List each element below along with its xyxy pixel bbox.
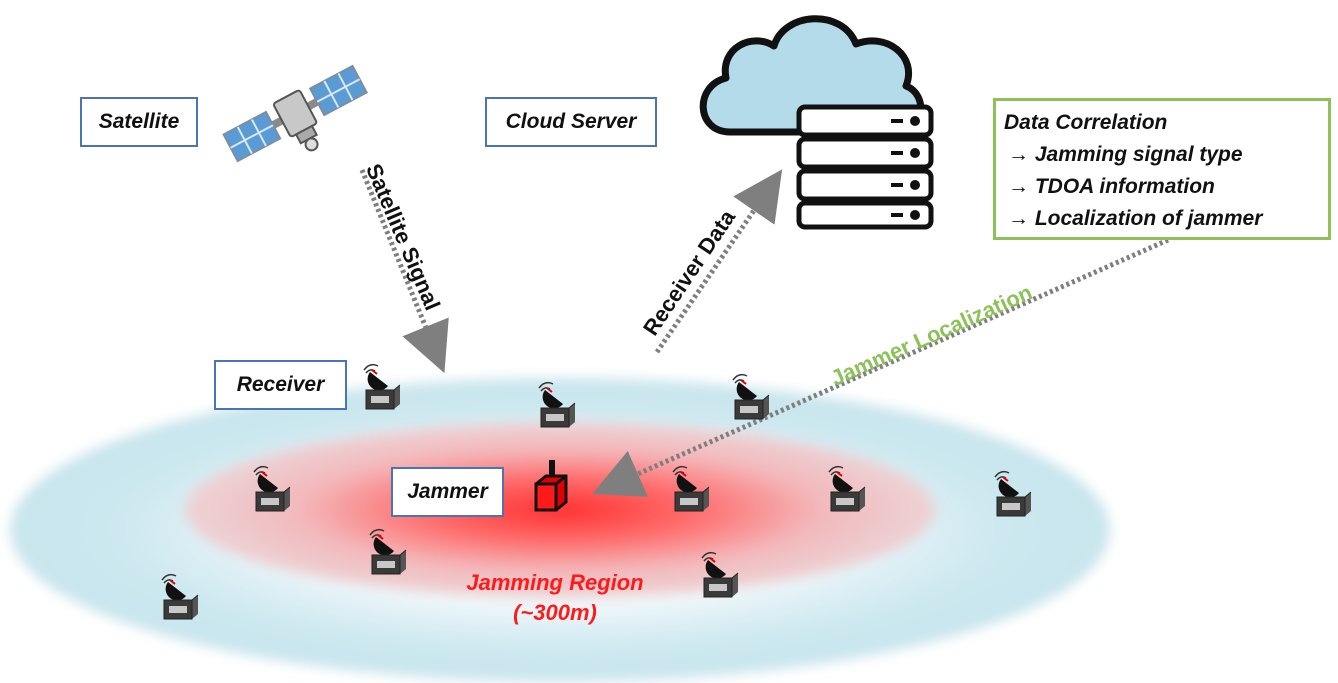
correlation-item: → Localization of jammer xyxy=(1008,207,1263,230)
jammer-icon xyxy=(534,460,568,512)
jamming-region-title: Jamming Region xyxy=(466,570,644,595)
data-correlation-title: Data Correlation xyxy=(1004,111,1168,134)
receiver-dish-icon xyxy=(828,465,866,512)
jammer-localization-arrow xyxy=(592,237,1170,497)
jammer-label: Jammer xyxy=(391,467,504,517)
jamming-region-range: (~300m) xyxy=(513,600,597,625)
satellite-icon xyxy=(222,64,368,163)
satellite-signal-arrow xyxy=(359,169,449,374)
receiver-dish-icon xyxy=(701,551,739,598)
receiver-dish-icon xyxy=(253,465,291,512)
receiver-dish-icon xyxy=(672,465,710,512)
server-rack-icon xyxy=(795,104,934,230)
satellite-label: Satellite xyxy=(80,97,198,147)
receiver-dish-icon xyxy=(363,363,401,410)
receiver-dish-icon xyxy=(161,573,199,620)
receiver-label: Receiver xyxy=(214,360,347,410)
receiver-dish-icon xyxy=(994,470,1032,517)
receiver-dish-icon xyxy=(369,528,407,575)
correlation-item: → Jamming signal type xyxy=(1008,143,1243,166)
receiver-dish-icon xyxy=(538,381,576,428)
correlation-item: → TDOA information xyxy=(1008,175,1215,198)
cloud-icon xyxy=(699,15,925,136)
receiver-data-arrow xyxy=(654,169,783,354)
jamming-region xyxy=(185,422,935,598)
cloud-server-label: Cloud Server xyxy=(485,97,657,147)
receiver-dish-icon xyxy=(732,373,770,420)
data-correlation-box: Data Correlation → Jamming signal type →… xyxy=(993,98,1331,240)
